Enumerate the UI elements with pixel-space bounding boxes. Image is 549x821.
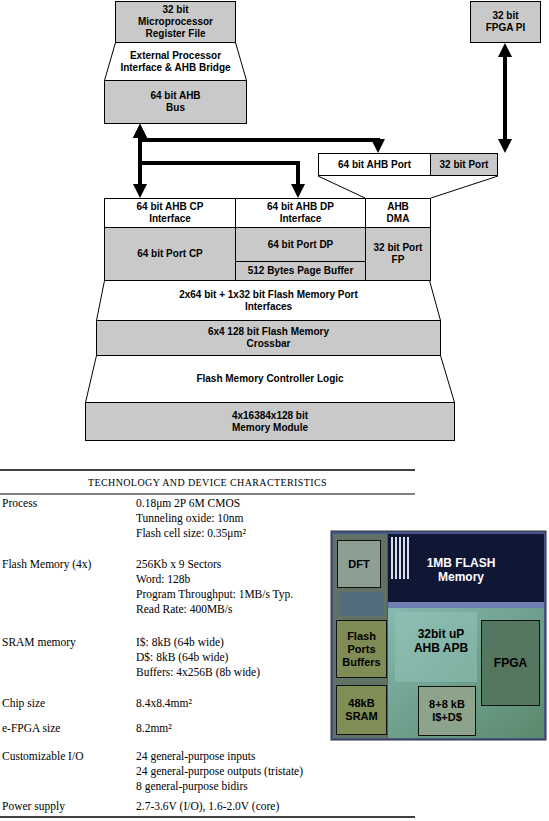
- block-label: 32 bit Port FP: [373, 242, 423, 266]
- logic-texture: [395, 612, 477, 682]
- table-rule: [0, 816, 415, 818]
- trapezoid-outline: [97, 281, 441, 321]
- block-box: 64 bit AHB Bus: [104, 80, 247, 124]
- block-box: 32 bit Port: [430, 153, 498, 176]
- block-label: 48kB SRAM: [340, 697, 384, 723]
- bus-arrow: [140, 130, 298, 192]
- block-box: 64 bit Port CP: [104, 227, 236, 281]
- die-label: 32bit uP AHB APB: [412, 627, 470, 655]
- block-label: 64 bit AHB CP Interface: [120, 201, 220, 225]
- trapezoid-outline: [86, 356, 455, 403]
- die-region: 48kB SRAM: [336, 685, 387, 735]
- block-box: 32 bit Microprocessor Register File: [115, 1, 236, 43]
- die-left-column: [333, 534, 387, 738]
- table-cell: 256Kb x 9 Sectors: [136, 558, 221, 571]
- bus-arrow: [503, 49, 507, 147]
- table-cell: Chip size: [2, 697, 45, 710]
- table-cell: 0.18μm 2P 6M CMOS: [136, 497, 240, 510]
- table-cell: Read Rate: 400MB/s: [136, 603, 232, 616]
- block-label: 6x4 128 bit Flash Memory Crossbar: [204, 326, 334, 350]
- table-cell: 8.4x8.4mm²: [136, 697, 192, 710]
- flash-stripe: [403, 537, 405, 579]
- block-box: 64 bit AHB Port: [318, 153, 431, 176]
- table-cell: Customizable I/O: [2, 750, 83, 763]
- table-cell: SRAM memory: [2, 636, 76, 649]
- table-cell: Buffers: 4x256B (8b wide): [136, 666, 260, 679]
- block-label: 2x64 bit + 1x32 bit Flash Memory Port In…: [174, 289, 364, 313]
- table-cell: 8.2mm²: [136, 722, 172, 735]
- table-cell: Tunneling oxide: 10nm: [136, 512, 244, 525]
- flash-stripe: [407, 537, 409, 579]
- die-label: 1MB FLASH Memory: [415, 556, 507, 584]
- block-box: 512 Bytes Page Buffer: [235, 261, 366, 281]
- table-cell: e-FPGA size: [2, 722, 60, 735]
- table-cell: 2.7-3.6V (I/O), 1.6-2.0V (core): [136, 800, 279, 813]
- die-texture: [340, 592, 384, 616]
- block-box: 64 bit AHB DP Interface: [235, 198, 366, 228]
- table-cell: Flash Memory (4x): [2, 558, 91, 571]
- block-label: AHB DMA: [378, 201, 418, 225]
- table-cell: Program Throughput: 1MB/s Typ.: [136, 588, 293, 601]
- flash-stripe: [399, 537, 401, 579]
- flash-stripe: [395, 537, 397, 579]
- block-box: 64 bit AHB CP Interface: [104, 198, 236, 228]
- block-label: DFT: [348, 558, 369, 571]
- block-box: 6x4 128 bit Flash Memory Crossbar: [96, 320, 441, 356]
- block-label: FPGA: [494, 656, 527, 670]
- die-region: 8+8 kB I$+D$: [418, 686, 476, 736]
- block-label: 8+8 kB I$+D$: [421, 698, 473, 724]
- table-cell: Process: [2, 497, 37, 510]
- table-cell: 24 general-purpose outputs (tristate): [136, 765, 303, 778]
- table-cell: Word: 128b: [136, 573, 190, 586]
- block-label: 64 bit Port CP: [137, 248, 203, 260]
- table-cell: 24 general-purpose inputs: [136, 750, 255, 763]
- logic-area: [388, 608, 544, 738]
- bus-arrow: [138, 130, 142, 192]
- block-label: 512 Bytes Page Buffer: [248, 265, 354, 277]
- flash-stripe: [391, 537, 393, 579]
- table-rule: [0, 469, 415, 471]
- block-label: 64 bit AHB Port: [338, 159, 411, 171]
- die-region: DFT: [337, 540, 381, 588]
- die-photo: [331, 531, 546, 740]
- block-label: External Processor Interface & AHB Bridg…: [113, 50, 238, 74]
- block-label: 32 bit Port: [440, 159, 489, 171]
- die-bus-strip: [388, 602, 544, 608]
- die-region: Flash Ports Buffers: [336, 620, 387, 678]
- trapezoid-block: 2x64 bit + 1x32 bit Flash Memory Port In…: [96, 280, 441, 321]
- block-box: 4x16384x128 bit Memory Module: [85, 402, 455, 441]
- table-cell: Power supply: [2, 800, 65, 813]
- table-heading: TECHNOLOGY AND DEVICE CHARACTERISTICS: [0, 476, 415, 489]
- block-box: 32 bit Port FP: [365, 227, 431, 281]
- table-cell: Flash cell size: 0.35μm²: [136, 527, 246, 540]
- block-label: 32 bit Microprocessor Register File: [131, 4, 221, 40]
- block-label: 64 bit Port DP: [268, 239, 334, 251]
- table-cell: D$: 8kB (64b wide): [136, 651, 228, 664]
- funnel-edge: [318, 176, 365, 198]
- block-label: 64 bit AHB Bus: [146, 90, 206, 114]
- table-rule: [0, 494, 415, 495]
- block-box: AHB DMA: [365, 198, 431, 228]
- funnel-edge: [431, 176, 498, 198]
- block-label: 64 bit AHB DP Interface: [251, 201, 351, 225]
- trapezoid-outline: [105, 43, 247, 81]
- block-label: Flash Memory Controller Logic: [196, 373, 343, 385]
- block-label: 4x16384x128 bit Memory Module: [215, 410, 325, 434]
- trapezoid-block: External Processor Interface & AHB Bridg…: [104, 42, 247, 81]
- block-box: 64 bit Port DP 512 Bytes Page Buffer: [235, 227, 366, 281]
- trapezoid-block: Flash Memory Controller Logic: [85, 355, 455, 403]
- table-cell: 8 general-purpose bidirs: [136, 780, 248, 793]
- table-cell: I$: 8kB (64b wide): [136, 636, 224, 649]
- bus-arrow: [140, 130, 378, 147]
- block-label: Flash Ports Buffers: [339, 630, 384, 669]
- die-region: FPGA: [481, 620, 540, 706]
- block-label: 32 bit FPGA PI: [481, 10, 531, 34]
- block-box: 32 bit FPGA PI: [470, 1, 541, 43]
- flash-array: [388, 534, 544, 602]
